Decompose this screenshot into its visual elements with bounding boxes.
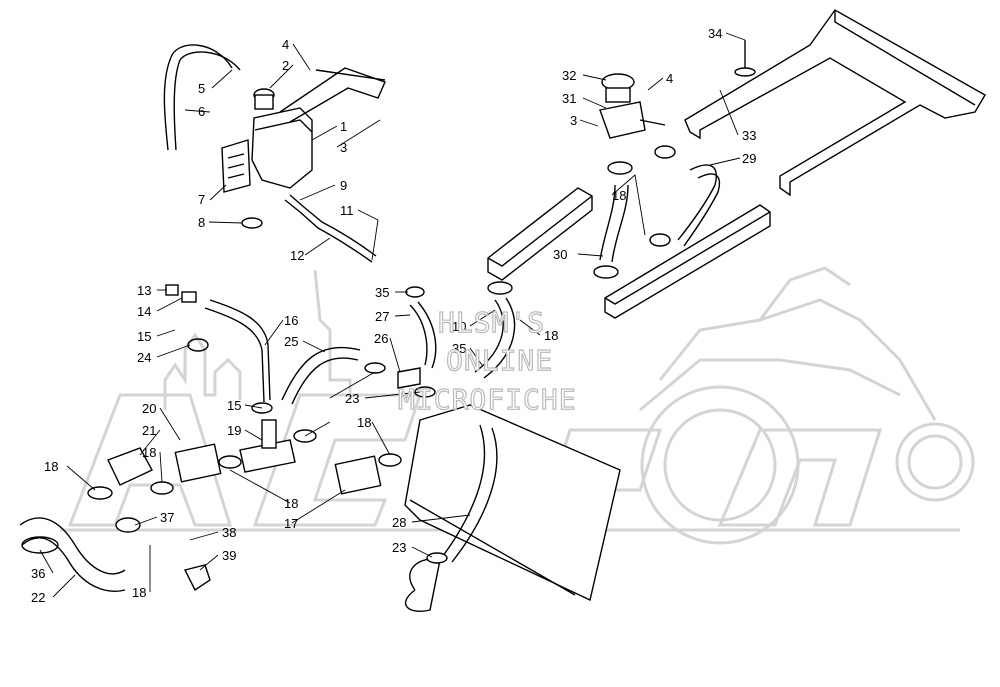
callout-3b: 3 bbox=[570, 113, 577, 128]
callout-11: 11 bbox=[340, 203, 354, 218]
tunnel-plate bbox=[404, 404, 621, 602]
callout-17: 17 bbox=[284, 516, 298, 531]
callout-14: 14 bbox=[137, 304, 151, 319]
callout-28: 28 bbox=[392, 515, 406, 530]
callout-12: 12 bbox=[290, 248, 304, 263]
callout-4: 4 bbox=[282, 37, 289, 52]
hose-29 bbox=[677, 164, 717, 241]
callout-18d: 18 bbox=[357, 415, 371, 430]
callout-4b: 4 bbox=[666, 71, 673, 86]
coolant-bottle bbox=[251, 107, 313, 189]
callout-20: 20 bbox=[142, 401, 156, 416]
callout-9: 9 bbox=[340, 178, 347, 193]
callout-8: 8 bbox=[198, 215, 205, 230]
watermark-line-2: ONLINE bbox=[445, 343, 554, 377]
callout-18g: 18 bbox=[132, 585, 146, 600]
overflow-hose bbox=[163, 44, 233, 151]
callout-34: 34 bbox=[708, 26, 722, 41]
callout-18c: 18 bbox=[142, 445, 156, 460]
hose-30 bbox=[599, 184, 616, 261]
callout-39: 39 bbox=[222, 548, 236, 563]
callout-35a: 35 bbox=[375, 285, 389, 300]
callout-labels: 34 4 2 5 6 1 3 7 9 8 11 12 32 4 31 3 33 … bbox=[31, 26, 756, 605]
callout-24: 24 bbox=[137, 350, 151, 365]
callout-10: 10 bbox=[452, 319, 466, 334]
callout-18f: 18 bbox=[284, 496, 298, 511]
callout-18a: 18 bbox=[612, 188, 626, 203]
callout-27: 27 bbox=[375, 309, 389, 324]
callout-22: 22 bbox=[31, 590, 45, 605]
callout-31: 31 bbox=[562, 91, 576, 106]
parts-linework bbox=[19, 9, 986, 612]
callout-7: 7 bbox=[198, 192, 205, 207]
callout-15b: 15 bbox=[227, 398, 241, 413]
watermark-line-3: MICROFICHE bbox=[397, 382, 577, 416]
callout-23a: 23 bbox=[345, 391, 359, 406]
callout-16: 16 bbox=[284, 313, 298, 328]
frame-tunnel bbox=[684, 9, 986, 197]
callout-35b: 35 bbox=[452, 341, 466, 356]
callout-29: 29 bbox=[742, 151, 756, 166]
callout-2: 2 bbox=[282, 58, 289, 73]
watermark-line-1: HLSM'S bbox=[437, 305, 546, 339]
hose-20 bbox=[174, 443, 222, 483]
callout-26: 26 bbox=[374, 331, 388, 346]
callout-32: 32 bbox=[562, 68, 576, 83]
callout-36: 36 bbox=[31, 566, 45, 581]
callout-33: 33 bbox=[742, 128, 756, 143]
callout-13: 13 bbox=[137, 283, 151, 298]
hose-17 bbox=[334, 455, 382, 495]
callout-19: 19 bbox=[227, 423, 241, 438]
callout-21: 21 bbox=[142, 423, 156, 438]
callout-3: 3 bbox=[340, 140, 347, 155]
callout-18b: 18 bbox=[544, 328, 558, 343]
callout-38: 38 bbox=[222, 525, 236, 540]
callout-25: 25 bbox=[284, 334, 298, 349]
leader-lines bbox=[39, 32, 746, 598]
callout-37: 37 bbox=[160, 510, 174, 525]
callout-23b: 23 bbox=[392, 540, 406, 555]
callout-6: 6 bbox=[198, 104, 205, 119]
callout-5: 5 bbox=[198, 81, 205, 96]
hose-22 bbox=[19, 517, 126, 575]
callout-15a: 15 bbox=[137, 329, 151, 344]
callout-18e: 18 bbox=[44, 459, 58, 474]
callout-30: 30 bbox=[553, 247, 567, 262]
callout-1: 1 bbox=[340, 119, 347, 134]
heat-exchanger-left bbox=[487, 187, 593, 281]
